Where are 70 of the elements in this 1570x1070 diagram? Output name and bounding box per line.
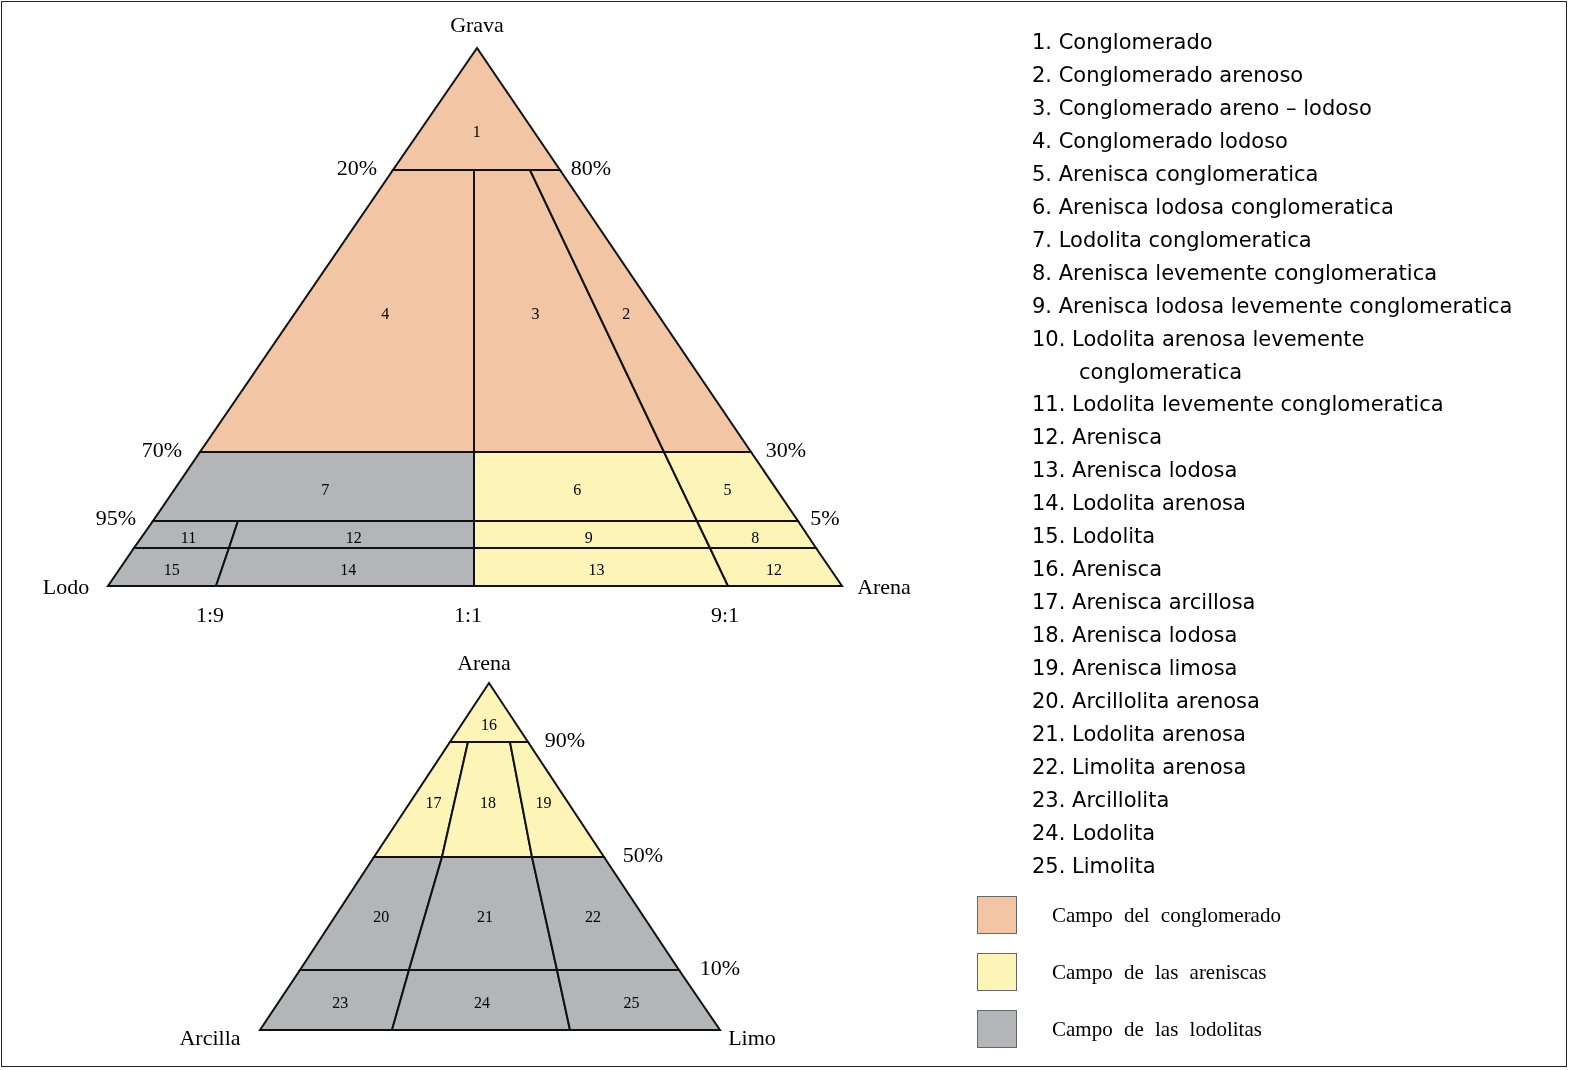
field-number: 13 — [588, 561, 605, 579]
field-number: 25 — [623, 994, 640, 1012]
percent-label: 70% — [141, 437, 183, 463]
field-number: 9 — [584, 528, 593, 547]
list-item: 16. Arenisca — [1032, 556, 1164, 583]
legend-label: Campo de las areniscas — [1052, 959, 1267, 985]
field-number: 5 — [723, 480, 732, 499]
list-item: 15. Lodolita — [1032, 523, 1157, 550]
corner-label: Limo — [728, 1025, 776, 1051]
field-number: 12 — [345, 528, 362, 547]
list-item: 1. Conglomerado — [1032, 29, 1214, 56]
percent-label: 10% — [699, 955, 741, 981]
field-number: 1 — [472, 123, 481, 142]
list-item: 20. Arcillolita arenosa — [1032, 688, 1261, 715]
list-item: 13. Arenisca lodosa — [1032, 457, 1239, 484]
list-item: 9. Arenisca lodosa levemente conglomeratica — [1032, 293, 1514, 320]
ratio-label: 1:1 — [453, 602, 483, 628]
percent-label: 95% — [95, 505, 137, 531]
field-number: 21 — [477, 907, 493, 926]
percent-label: 20% — [336, 155, 378, 181]
field-number: 4 — [381, 305, 390, 323]
percent-label: 90% — [544, 727, 586, 753]
field-number: 20 — [373, 907, 390, 926]
field-number: 8 — [751, 528, 760, 547]
list-item: 2. Conglomerado arenoso — [1032, 62, 1305, 89]
list-item: 3. Conglomerado areno – lodoso — [1032, 95, 1373, 122]
field-number: 12 — [766, 561, 782, 579]
list-item: 7. Lodolita conglomeratica — [1032, 227, 1313, 254]
list-item: 21. Lodolita arenosa — [1032, 721, 1247, 748]
field-number: 16 — [481, 716, 497, 735]
field-number: 3 — [531, 305, 540, 323]
list-item: 8. Arenisca levemente conglomeratica — [1032, 260, 1439, 287]
list-item: 11. Lodolita levemente conglomeratica — [1032, 391, 1445, 418]
corner-label: Grava — [450, 12, 504, 38]
corner-label: Arena — [857, 574, 911, 600]
percent-label: 80% — [570, 155, 612, 181]
ratio-label: 9:1 — [710, 602, 740, 628]
percent-label: 5% — [810, 505, 840, 531]
field-number: 18 — [480, 793, 496, 812]
field-number: 19 — [535, 793, 552, 812]
legend-label: Campo de las lodolitas — [1052, 1016, 1262, 1042]
field-number: 7 — [321, 480, 330, 499]
corner-label: Arcilla — [179, 1025, 241, 1051]
ratio-label: 1:9 — [195, 602, 225, 628]
list-item: 17. Arenisca arcillosa — [1032, 589, 1257, 616]
field-number: 14 — [340, 561, 357, 579]
list-item: 5. Arenisca conglomeratica — [1032, 161, 1320, 188]
list-item: 6. Arenisca lodosa conglomeratica — [1032, 194, 1395, 221]
list-item: 23. Arcillolita — [1032, 787, 1171, 814]
list-item: 14. Lodolita arenosa — [1032, 490, 1247, 517]
field-number: 2 — [622, 305, 631, 323]
corner-label: Arena — [457, 650, 511, 676]
field-number: 15 — [163, 561, 180, 579]
list-item: 24. Lodolita — [1032, 820, 1157, 847]
field-number: 17 — [425, 793, 442, 812]
list-item: 25. Limolita — [1032, 853, 1157, 880]
list-item: 22. Limolita arenosa — [1032, 754, 1248, 781]
field-number: 24 — [474, 994, 490, 1012]
legend-label: Campo del conglomerado — [1052, 902, 1281, 928]
field-number: 22 — [585, 907, 601, 926]
list-item: 12. Arenisca — [1032, 424, 1164, 451]
field-number: 23 — [332, 994, 349, 1012]
list-item: 4. Conglomerado lodoso — [1032, 128, 1289, 155]
list-item: 18. Arenisca lodosa — [1032, 622, 1239, 649]
field-number: 11 — [180, 528, 197, 547]
list-item: 19. Arenisca limosa — [1032, 655, 1239, 682]
list-item: 10. Lodolita arenosa levemente conglomeratica — [1032, 326, 1366, 386]
corner-label: Lodo — [42, 574, 90, 600]
percent-label: 50% — [622, 842, 664, 868]
percent-label: 30% — [765, 437, 807, 463]
